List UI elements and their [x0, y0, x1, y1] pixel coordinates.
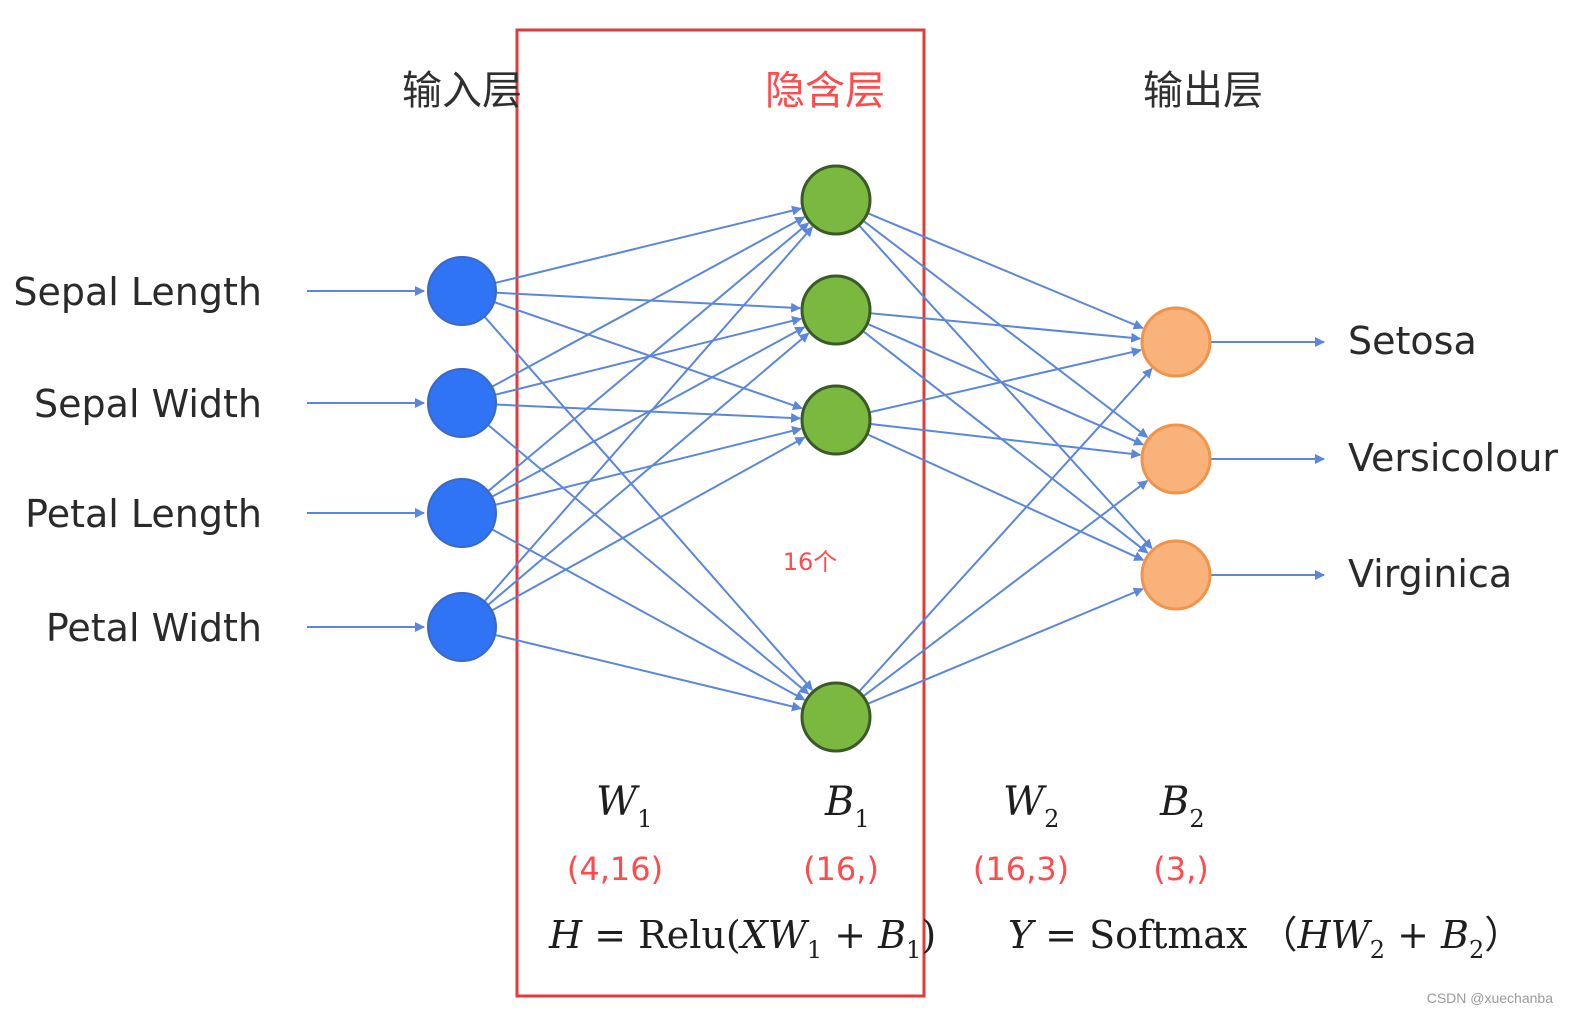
- shape-w2: (16,3): [973, 850, 1069, 888]
- edge-input-0-hidden-2: [493, 301, 803, 411]
- hidden-node-0: [800, 164, 872, 236]
- output-node-2: [1140, 539, 1212, 611]
- edge-input-2-hidden-2: [494, 426, 803, 506]
- connection-edges: [483, 205, 1153, 712]
- hidden-node-2: [800, 384, 872, 456]
- feature-label-2: Petal Length: [25, 492, 262, 536]
- edge-hidden-2-output-1: [869, 422, 1142, 459]
- edge-hidden-0-output-2: [858, 224, 1153, 550]
- edge-hidden-2-output-2: [866, 433, 1145, 561]
- neuron-nodes: [427, 164, 1212, 753]
- class-label-2: Virginica: [1348, 552, 1512, 596]
- edge-hidden-1-output-0: [869, 312, 1142, 343]
- hidden-layer-box: [515, 28, 926, 998]
- output-node-1: [1140, 423, 1212, 495]
- param-b2: B2: [1159, 779, 1205, 833]
- feature-label-0: Sepal Length: [13, 270, 262, 314]
- edge-hidden-0-output-1: [862, 219, 1149, 438]
- feature-label-3: Petal Width: [46, 606, 262, 650]
- io-arrows: [307, 286, 1325, 632]
- hidden-node-1: [800, 274, 872, 346]
- edge-input-0-hidden-0: [494, 205, 802, 284]
- hidden-node-3: [800, 681, 872, 753]
- edge-hidden-3-output-0: [858, 367, 1153, 693]
- edge-input-3-hidden-1: [487, 332, 810, 606]
- edge-input-2-hidden-0: [487, 222, 810, 492]
- edge-hidden-3-output-1: [862, 479, 1149, 698]
- edge-input-3-hidden-2: [491, 436, 806, 612]
- edge-input-3-hidden-0: [483, 226, 814, 603]
- hidden-formula: H = Relu(XW1 + B1): [548, 913, 936, 964]
- input-node-0: [427, 256, 497, 326]
- input-node-3: [427, 592, 497, 662]
- edge-input-1-hidden-0: [491, 216, 806, 388]
- edge-hidden-1-output-2: [862, 330, 1149, 554]
- hidden-layer-title: 隐含层: [765, 68, 885, 114]
- class-label-1: Versicolour: [1348, 436, 1558, 480]
- edge-input-0-hidden-3: [483, 315, 814, 691]
- shape-b2: (3,): [1153, 850, 1209, 888]
- output-layer-title: 输出层: [1143, 68, 1263, 114]
- param-w1: W1: [596, 779, 652, 833]
- output-formula: Y = Softmax （HW2 + B2）: [1008, 913, 1522, 964]
- edge-hidden-3-output-2: [866, 587, 1144, 705]
- output-node-0: [1140, 306, 1212, 378]
- edge-input-3-hidden-3: [494, 633, 802, 712]
- shape-b1: (16,): [803, 850, 879, 888]
- edge-hidden-1-output-1: [866, 322, 1144, 446]
- class-label-0: Setosa: [1348, 319, 1477, 363]
- edge-hidden-0-output-0: [866, 212, 1144, 330]
- edge-input-1-hidden-3: [487, 424, 810, 695]
- input-layer-title: 输入层: [402, 68, 522, 114]
- feature-label-1: Sepal Width: [34, 382, 262, 426]
- shape-w1: (4,16): [567, 850, 663, 888]
- param-w2: W2: [1003, 779, 1059, 833]
- edge-input-0-hidden-1: [495, 291, 802, 313]
- input-node-1: [427, 368, 497, 438]
- hidden-node-count: 16个: [783, 548, 838, 576]
- edge-hidden-2-output-0: [868, 347, 1142, 414]
- watermark: CSDN @xuechanba: [1426, 990, 1553, 1006]
- param-b1: B1: [824, 779, 870, 833]
- edge-input-2-hidden-1: [491, 326, 806, 498]
- edge-input-2-hidden-3: [491, 528, 806, 701]
- input-node-2: [427, 478, 497, 548]
